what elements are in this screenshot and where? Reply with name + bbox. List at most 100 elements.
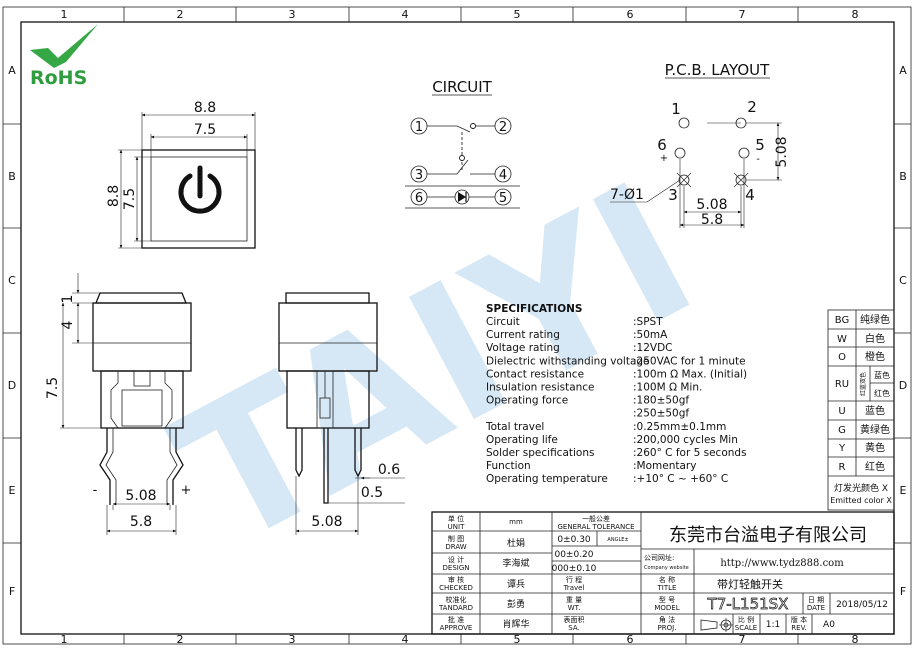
tb-label: ANGLE± bbox=[607, 537, 628, 543]
col-label: 8 bbox=[852, 633, 859, 646]
spec-value: :100m Ω Max. (Initial) bbox=[633, 368, 747, 380]
tb-company: 东莞市台溢电子有限公司 bbox=[669, 525, 867, 546]
color-name: 蓝色 bbox=[865, 404, 885, 417]
spec-value: :50mA bbox=[633, 329, 668, 341]
spec-title: SPECIFICATIONS bbox=[486, 303, 582, 315]
tb-draw-value: 杜娟 bbox=[507, 537, 525, 549]
col-label: 2 bbox=[177, 8, 184, 21]
spec-value: :250VAC for 1 minute bbox=[633, 355, 746, 367]
spec-key: Voltage rating bbox=[486, 342, 560, 354]
row-labels-left: A B C D E F bbox=[8, 64, 16, 598]
tb-label: 制 图 bbox=[448, 534, 464, 543]
side-dim-508: 5.08 bbox=[125, 488, 156, 504]
tb-title-value: 带灯轻触开关 bbox=[717, 577, 783, 591]
col-label: 3 bbox=[289, 633, 296, 646]
tb-label: CHECKED bbox=[439, 584, 473, 592]
circuit-pin: 6 bbox=[415, 191, 423, 206]
top-view: 8.8 7.5 8.8 7.5 bbox=[106, 100, 256, 249]
side-minus: - bbox=[93, 483, 98, 498]
tb-tol: 00±0.20 bbox=[554, 550, 593, 560]
dim-height-inner: 7.5 bbox=[122, 188, 138, 210]
pcb-hole-label: 7-Ø1 bbox=[610, 187, 644, 203]
pcb-pin: 3 bbox=[668, 186, 678, 204]
pcb-pin: 1 bbox=[671, 100, 681, 118]
col-label: 6 bbox=[627, 633, 634, 646]
tb-tol: 0±0.30 bbox=[557, 535, 591, 545]
color-sub: 红色 bbox=[874, 388, 890, 398]
tb-label: 日 期 bbox=[808, 596, 824, 604]
tb-label: 一般公差 bbox=[582, 514, 610, 523]
dim-width-inner: 7.5 bbox=[194, 122, 216, 138]
color-name: 纯绿色 bbox=[860, 313, 890, 326]
front-dim-06: 0.6 bbox=[378, 462, 400, 478]
row-label: C bbox=[899, 274, 907, 287]
pcb-plus: + bbox=[660, 153, 668, 164]
row-label: A bbox=[8, 64, 16, 77]
tb-label: 重 量 bbox=[566, 596, 582, 604]
color-code: R bbox=[839, 462, 846, 473]
spec-key: Function bbox=[486, 460, 531, 472]
tb-label: SCALE bbox=[735, 624, 757, 632]
color-name: 黄色 bbox=[865, 441, 885, 454]
circuit-pin: 2 bbox=[499, 120, 507, 135]
color-name: 红色 bbox=[865, 460, 885, 473]
row-label: F bbox=[900, 585, 906, 598]
color-sub: 蓝色 bbox=[874, 370, 890, 380]
spec-key: Circuit bbox=[486, 316, 520, 328]
tb-label: 型 号 bbox=[659, 595, 675, 604]
spec-key: Insulation resistance bbox=[486, 382, 595, 394]
spec-value: :+10° C ~ +60° C bbox=[633, 473, 728, 485]
col-label: 1 bbox=[61, 633, 68, 646]
check-mark-icon bbox=[30, 24, 98, 68]
spec-value: :200,000 cycles Min bbox=[633, 434, 738, 446]
spec-value: :100M Ω Min. bbox=[633, 382, 702, 394]
col-label: 7 bbox=[739, 8, 746, 21]
spec-value: :180±50gf bbox=[633, 395, 689, 407]
spec-value: :SPST bbox=[633, 316, 663, 328]
side-plus: + bbox=[181, 483, 192, 498]
spec-value: :250±50gf bbox=[633, 408, 689, 420]
spec-key: Solder specifications bbox=[486, 447, 594, 459]
tb-label: GENERAL TOLERANCE bbox=[557, 523, 634, 531]
col-label: 4 bbox=[402, 633, 409, 646]
circuit-pin: 3 bbox=[415, 168, 423, 183]
col-label: 3 bbox=[289, 8, 296, 21]
tb-scale-value: 1:1 bbox=[766, 620, 780, 630]
tb-label: 单 位 bbox=[448, 514, 464, 523]
tb-rev-value: A0 bbox=[823, 620, 835, 630]
pcb-pin: 5 bbox=[755, 136, 765, 154]
pcb-title: P.C.B. LAYOUT bbox=[665, 61, 770, 79]
color-code: Y bbox=[838, 443, 846, 454]
pcb-pin: 4 bbox=[745, 186, 755, 204]
circuit-diagram: CIRCUIT 1 2 3 4 6 5 bbox=[405, 78, 520, 209]
tb-label: 比 例 bbox=[738, 615, 754, 624]
pcb-dim-b: 5.8 bbox=[701, 212, 723, 228]
row-label: F bbox=[9, 585, 15, 598]
tb-label: PROJ. bbox=[658, 624, 677, 632]
side-dim-75: 7.5 bbox=[45, 377, 61, 399]
color-code: W bbox=[837, 334, 847, 345]
side-view: - + 1 4 7.5 5.08 5.8 bbox=[45, 273, 192, 535]
pcb-pin: 2 bbox=[747, 98, 757, 116]
pcb-minus: - bbox=[756, 154, 760, 165]
spec-key: Operating life bbox=[486, 434, 558, 446]
tb-label: WT. bbox=[568, 604, 581, 612]
side-dim-1: 1 bbox=[60, 295, 76, 304]
circuit-pin: 4 bbox=[499, 168, 507, 183]
col-label: 6 bbox=[627, 8, 634, 21]
tb-design-value: 李海斌 bbox=[502, 557, 529, 569]
specifications: SPECIFICATIONS Circuit :SPST Current ratin… bbox=[485, 303, 747, 485]
pcb-layout: P.C.B. LAYOUT 1 2 6 + 5 - 3 4 7-Ø1 5.08 … bbox=[610, 61, 790, 228]
rohs-text: RoHS bbox=[30, 67, 87, 89]
pcb-pin: 6 bbox=[657, 136, 667, 154]
spec-value: :Momentary bbox=[633, 460, 696, 472]
color-footer-en: Emitted color X bbox=[830, 496, 892, 505]
color-name: 白色 bbox=[865, 332, 885, 345]
spec-key: Operating temperature bbox=[486, 473, 608, 485]
circuit-pin: 5 bbox=[499, 191, 507, 206]
tb-label: Travel bbox=[563, 584, 585, 592]
tb-label: TITLE bbox=[657, 584, 677, 592]
spec-key: Current rating bbox=[486, 329, 560, 341]
circuit-title: CIRCUIT bbox=[432, 78, 492, 96]
projection-symbol-icon bbox=[700, 618, 733, 632]
